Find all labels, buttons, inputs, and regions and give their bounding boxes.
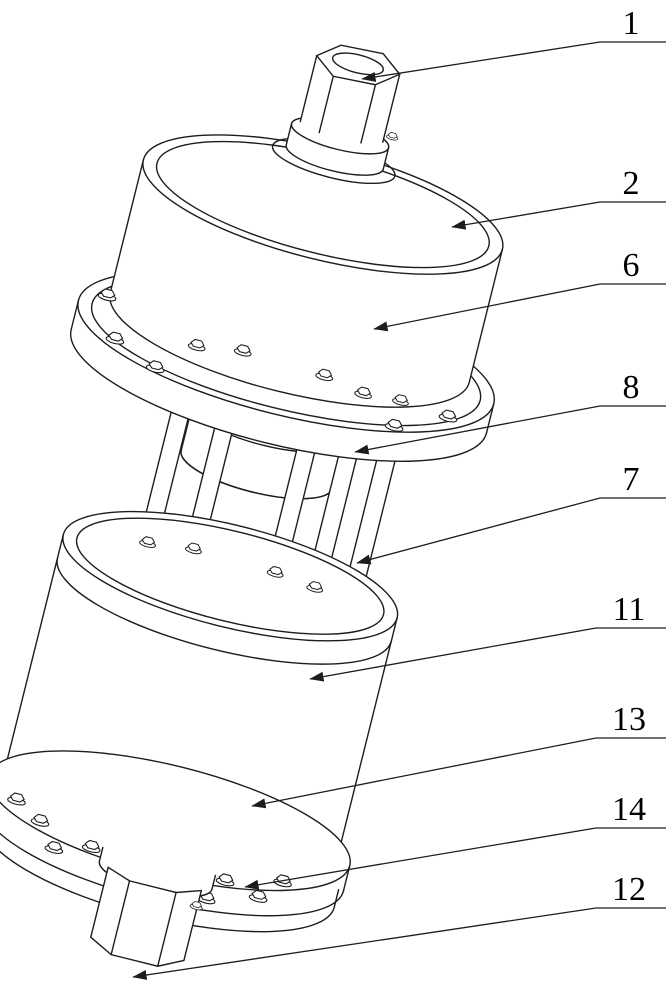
- callout-12-label: 12: [612, 871, 646, 908]
- callout-2-leader: [451, 201, 666, 230]
- machine-assembly: [0, 44, 504, 967]
- callout-14-leader: [244, 827, 666, 890]
- callout-7-leader: [356, 497, 666, 565]
- callout-6-label: 6: [623, 247, 640, 284]
- callout-11-leader: [309, 627, 666, 682]
- callout-13-label: 13: [612, 701, 646, 738]
- callout-14-label: 14: [612, 791, 646, 828]
- callout-14: 14: [244, 791, 666, 890]
- callout-1: 1: [361, 5, 666, 82]
- callout-2: 2: [451, 165, 666, 230]
- callout-6: 6: [373, 247, 666, 332]
- callout-8: 8: [354, 369, 666, 455]
- callouts: 1 2 6 8 7 11 13 14: [132, 5, 666, 980]
- callout-7-label: 7: [623, 461, 640, 498]
- callout-13-leader: [251, 737, 666, 809]
- callout-6-leader: [373, 283, 666, 332]
- callout-8-leader: [354, 405, 666, 455]
- callout-7: 7: [356, 461, 666, 565]
- callout-12: 12: [132, 871, 666, 980]
- lower-hex-shaft: [90, 839, 217, 967]
- upper-hex-shaft: [299, 44, 401, 144]
- callout-11-label: 11: [613, 591, 646, 628]
- callout-8-label: 8: [623, 369, 640, 406]
- callout-1-label: 1: [623, 5, 640, 42]
- callout-12-leader: [132, 907, 666, 980]
- callout-13: 13: [251, 701, 666, 809]
- callout-1-leader: [361, 41, 666, 82]
- callout-2-label: 2: [623, 165, 640, 202]
- collar-set-nut-icon: [385, 131, 400, 142]
- callout-11: 11: [309, 591, 666, 682]
